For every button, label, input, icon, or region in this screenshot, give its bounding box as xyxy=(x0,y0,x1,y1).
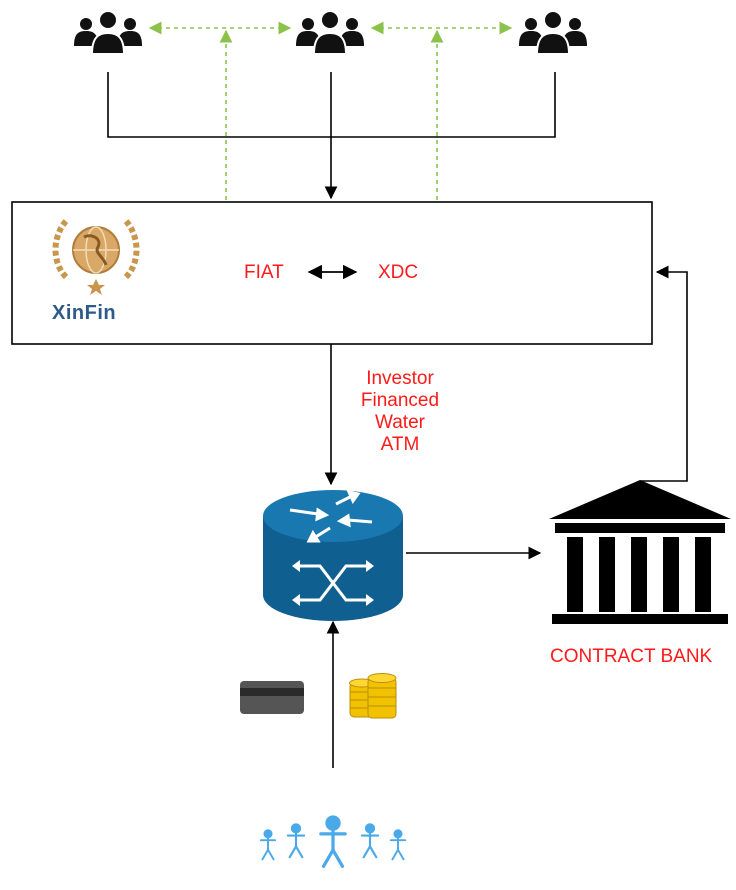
fiat-label: FIAT xyxy=(244,262,284,283)
users-group-icon xyxy=(518,10,588,55)
bank-to-platform-arrow xyxy=(640,265,688,482)
contract-bank-label: CONTRACT BANK xyxy=(550,646,713,667)
router-switch-icon xyxy=(263,489,403,621)
group-connector xyxy=(107,72,556,200)
customers-group-icon xyxy=(259,815,407,868)
coin-stack-icon xyxy=(349,673,397,719)
xdc-label: XDC xyxy=(378,262,419,283)
users-group-icon xyxy=(295,10,365,55)
credit-card-icon xyxy=(240,681,304,714)
users-group-icon xyxy=(73,10,143,55)
xinfin-globe-wreath-icon xyxy=(52,219,140,295)
xinfin-logo-text: XinFin xyxy=(52,302,117,324)
peer-connections xyxy=(148,21,513,200)
bank-building-icon xyxy=(549,480,731,624)
atm-label: Investor Financed Water ATM xyxy=(360,368,440,455)
